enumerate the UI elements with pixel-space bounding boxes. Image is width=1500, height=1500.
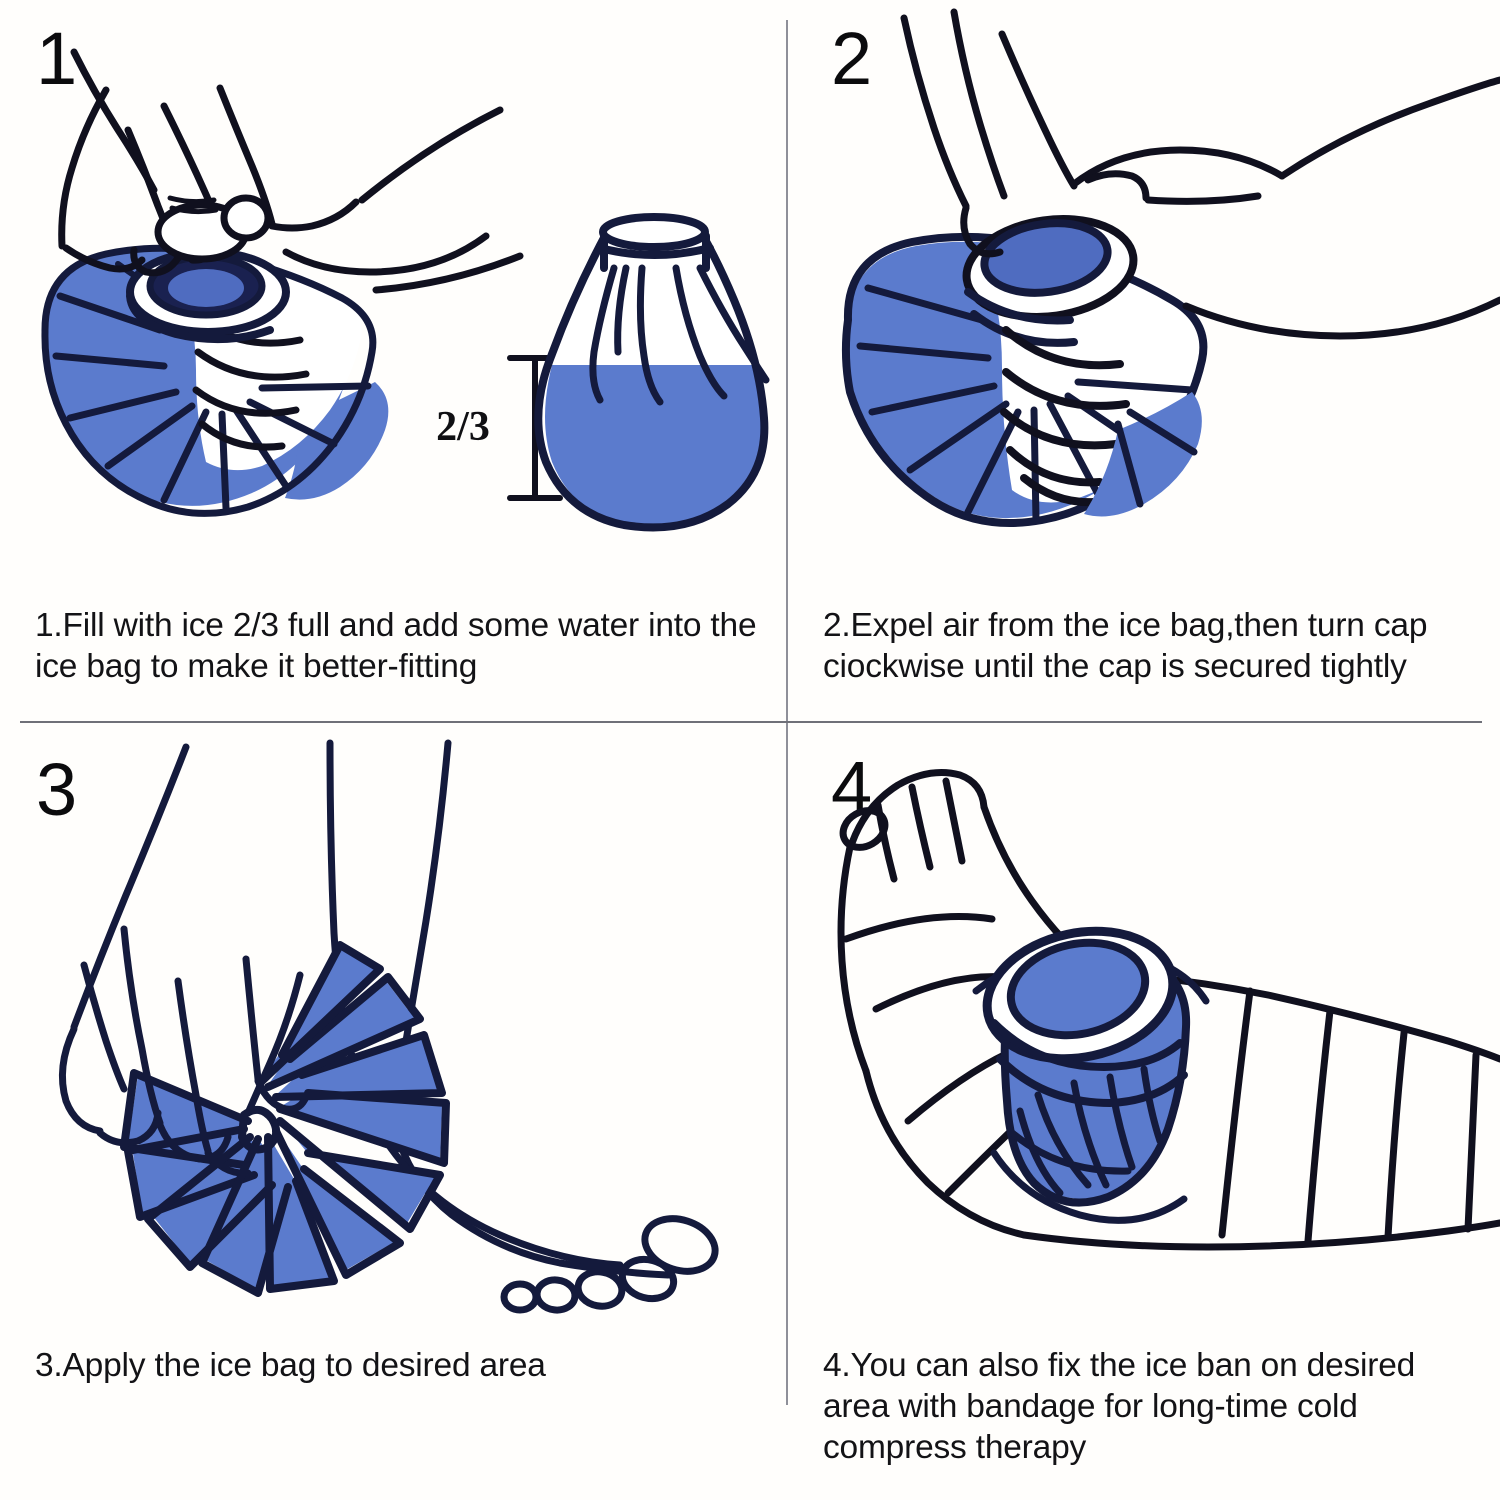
instruction-panel-4: 4 — [788, 723, 1500, 1500]
vertical-divider — [786, 20, 788, 1405]
illustration-expel-air-tighten-cap — [841, 8, 1500, 527]
illustration-bandage-ice-bag-on-ankle — [837, 769, 1500, 1251]
panel-caption-3: 3.Apply the ice bag to desired area — [35, 1347, 546, 1384]
illustration-apply-ice-bag-to-ankle — [58, 739, 719, 1314]
instruction-panel-1: 1 — [0, 0, 786, 721]
fill-level-label: 2/3 — [436, 404, 490, 450]
horizontal-divider — [20, 721, 1482, 723]
panel-caption-4: 4.You can also fix the ice ban on desire… — [823, 1347, 1416, 1466]
panel-caption-2: 2.Expel air from the ice bag,then turn c… — [823, 607, 1428, 685]
panel-number-2: 2 — [831, 17, 872, 100]
instruction-panel-3: 3 — [0, 723, 786, 1500]
instruction-panel-2: 2 — [788, 0, 1500, 721]
illustration-fill-ice-bag: 2/3 — [41, 48, 770, 532]
panel-number-3: 3 — [36, 748, 77, 831]
panel-number-1: 1 — [36, 17, 77, 100]
panel-caption-1: 1.Fill with ice 2/3 full and add some wa… — [35, 607, 757, 685]
